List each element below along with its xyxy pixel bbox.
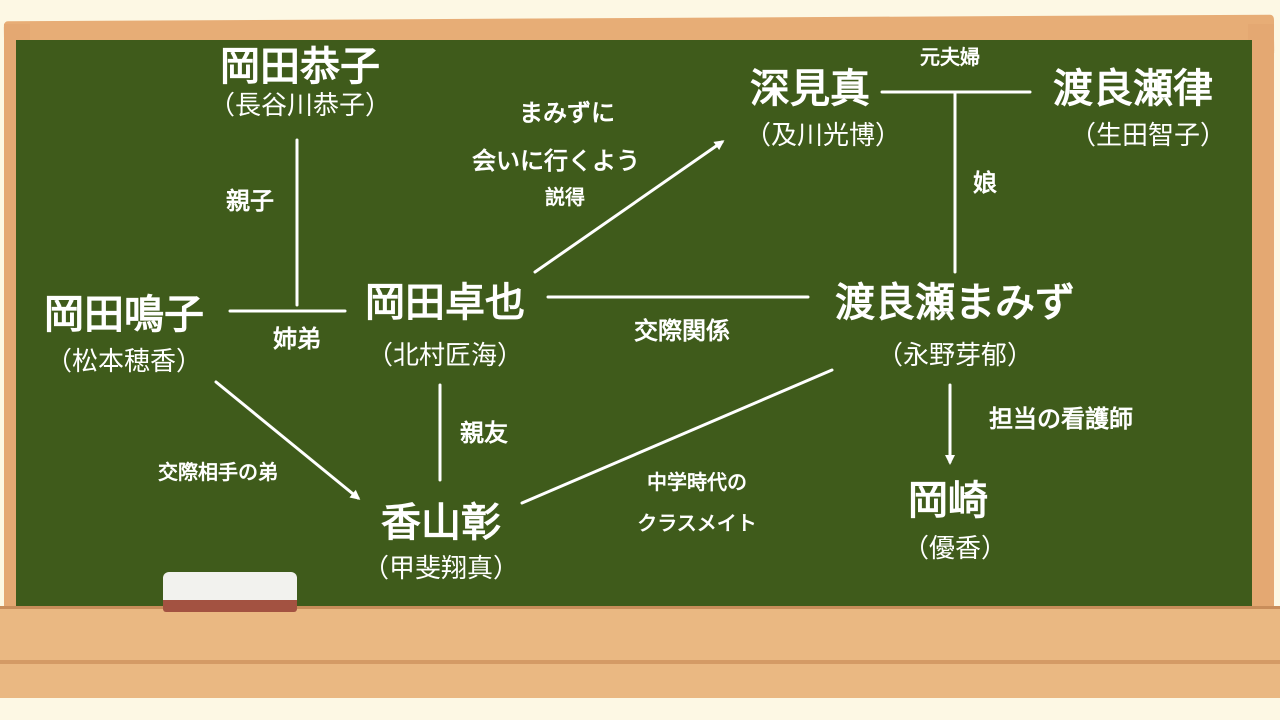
arrow-persuade	[533, 140, 725, 274]
character-kyoko-actor: （長谷川恭子）	[208, 91, 392, 121]
chalk-ledge-lip	[0, 660, 1280, 664]
character-kyoko-name: 岡田恭子	[220, 44, 380, 90]
character-naruko-name: 岡田鳴子	[44, 292, 204, 338]
character-okazaki-name: 岡崎	[908, 478, 988, 524]
character-fukami-actor: （及川光博）	[744, 121, 902, 151]
character-mamizu-name: 渡良瀬まみず	[835, 280, 1075, 326]
relation-classmate-line2: クラスメイト	[637, 511, 757, 535]
relation-siblings-label: 姉弟	[273, 325, 321, 353]
relation-best-friend-label: 親友	[460, 419, 508, 447]
relation-ex-couple-label: 元夫婦	[920, 45, 980, 69]
character-naruko-actor: （松本穂香）	[45, 347, 203, 377]
relation-partner-brother-label: 交際相手の弟	[158, 460, 278, 484]
chalkboard	[16, 40, 1252, 612]
character-fukami-name: 深見真	[750, 66, 870, 112]
character-ritsu-actor: （生田智子）	[1069, 121, 1227, 151]
character-takuya-actor: （北村匠海）	[366, 341, 524, 371]
eraser-icon	[163, 572, 297, 612]
character-kayama-actor: （甲斐翔真）	[362, 554, 520, 584]
relation-persuade-line2: 会いに行くよう	[472, 147, 640, 175]
relation-dating-label: 交際関係	[634, 317, 730, 345]
relation-classmate-line1: 中学時代の	[647, 470, 747, 494]
relation-persuade-line3: 説得	[545, 185, 585, 209]
line-classmate	[520, 368, 834, 505]
page-bottom-strip	[0, 698, 1280, 720]
chalk-ledge	[0, 606, 1280, 705]
relation-daughter-label: 娘	[973, 169, 997, 197]
relation-parent-child-label: 親子	[226, 187, 274, 215]
character-takuya-name: 岡田卓也	[365, 280, 525, 326]
character-okazaki-actor: （優香）	[902, 534, 1008, 564]
character-mamizu-actor: （永野芽郁）	[876, 341, 1034, 371]
character-ritsu-name: 渡良瀬律	[1053, 66, 1213, 112]
relation-nurse-label: 担当の看護師	[989, 405, 1133, 433]
arrow-partner-brother	[214, 380, 361, 500]
character-kayama-name: 香山彰	[381, 500, 501, 546]
relation-persuade-line1: まみずに	[519, 99, 615, 127]
board-frame-right	[1248, 24, 1274, 624]
